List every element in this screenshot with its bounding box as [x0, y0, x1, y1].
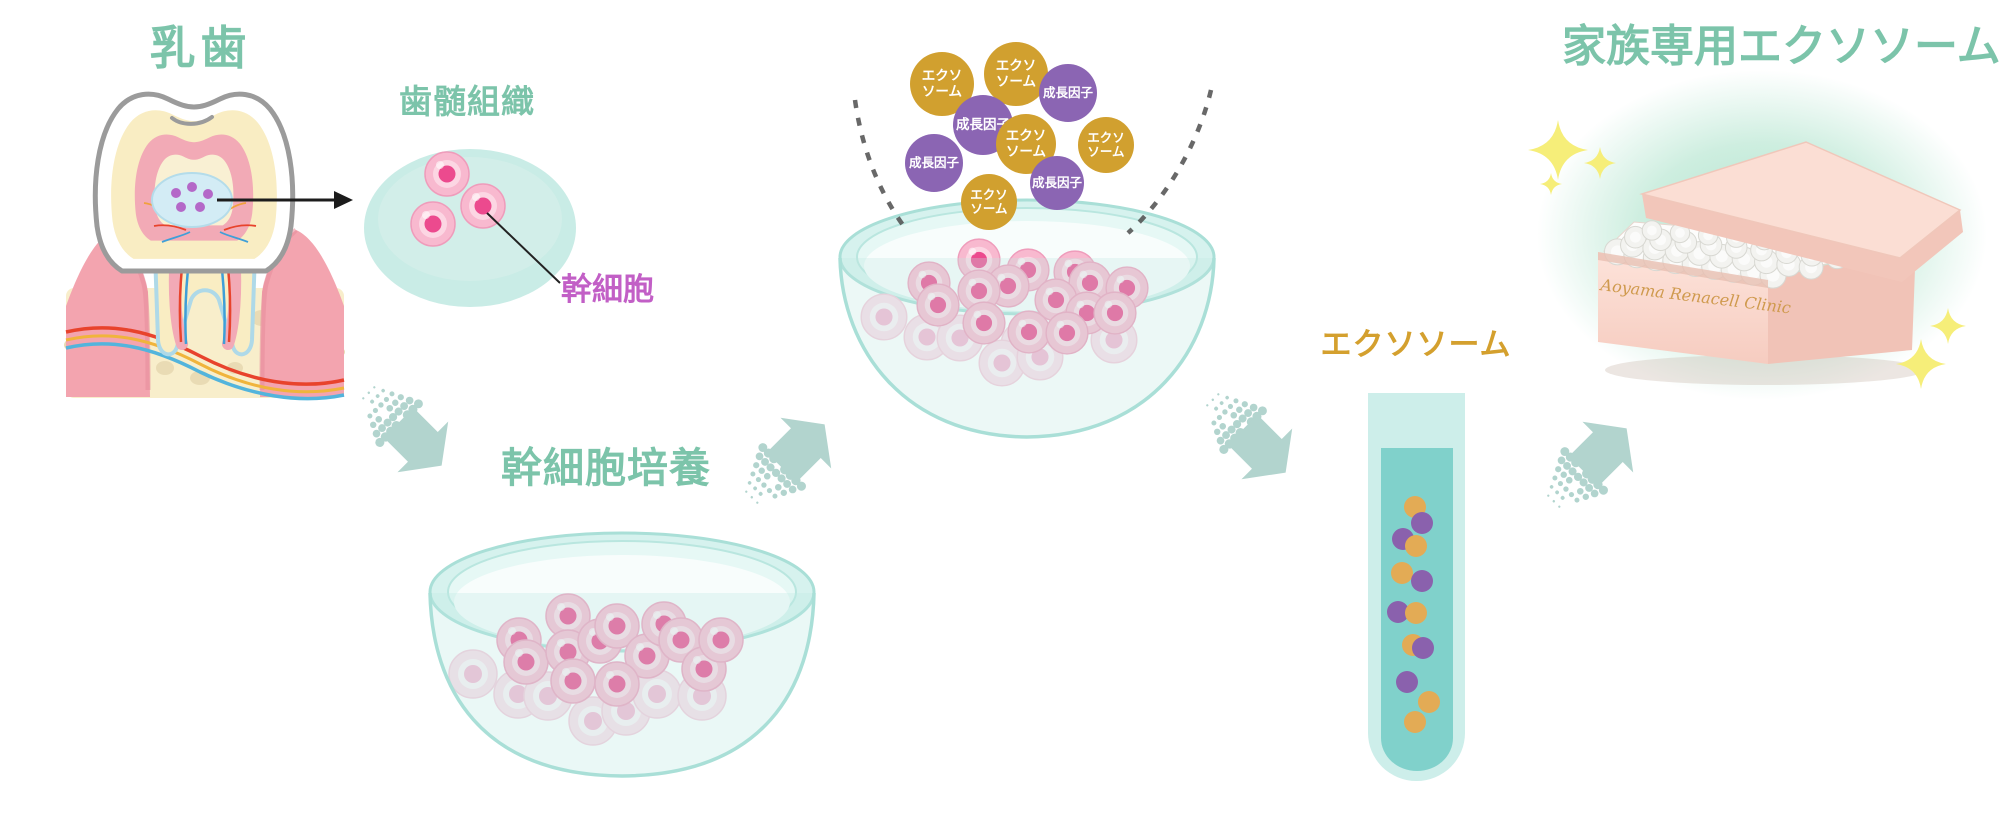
- stem-cell: [594, 661, 640, 707]
- vial: [1641, 220, 1663, 241]
- culture-dish-lower: [428, 531, 816, 778]
- secretion-dashed-lines: [852, 89, 1214, 235]
- pulp-stem-cells-dots: [171, 182, 213, 212]
- stem-cell: [550, 658, 596, 704]
- stem-cell-submerged: [448, 649, 498, 699]
- culture-dish-upper: [838, 198, 1216, 439]
- stem-cell: [594, 603, 640, 649]
- vial: [1624, 225, 1647, 249]
- pulp-tissue-label: 歯髄組織: [399, 83, 535, 120]
- stem-cell: [545, 593, 591, 639]
- growth-factor-particle: [1412, 637, 1434, 659]
- tooth-illustration: [64, 91, 353, 401]
- exosome-particle: [1404, 711, 1426, 733]
- occlusal-groove: [170, 115, 214, 126]
- box-lid-top: [1639, 141, 1962, 259]
- stem-cell: [424, 151, 470, 197]
- flow-arrow-3: [1206, 393, 1293, 480]
- growth-factor-bubble: 成長因子: [1030, 156, 1084, 210]
- sparkle-icon: [1540, 173, 1562, 195]
- sparkle-icon: [1528, 120, 1588, 180]
- growth-factor-particle: [1411, 570, 1433, 592]
- gum-right: [260, 230, 344, 397]
- family-exosome-title: 家族専用エクソソーム: [1562, 22, 2000, 71]
- sparkle-icon: [1896, 339, 1946, 389]
- stem-cell: [410, 201, 456, 247]
- storage-box: [1528, 70, 1987, 400]
- bone-vessels: [65, 326, 345, 401]
- exosome-particle: [1405, 602, 1427, 624]
- flow-arrow-2: [745, 417, 832, 504]
- stem-cell: [1007, 310, 1051, 354]
- exosome-test-tube: [1368, 393, 1465, 781]
- stem-cell: [957, 238, 1001, 282]
- exosome-bubble: エクソソーム: [984, 42, 1048, 106]
- sparkle-icon: [1930, 308, 1966, 344]
- growth-factor-particle: [1396, 671, 1418, 693]
- stem-cell: [1045, 311, 1089, 355]
- exosome-bubble: エクソソーム: [1078, 117, 1134, 173]
- box-lid-edge: [1642, 194, 1963, 282]
- sparkle-icon: [1584, 147, 1616, 179]
- growth-factor-bubble: 成長因子: [1039, 64, 1097, 122]
- stem-cell: [1093, 291, 1137, 335]
- flow-arrow-1: [362, 386, 449, 473]
- exosome-label: エクソソーム: [1320, 327, 1512, 362]
- stem-cell: [962, 301, 1006, 345]
- growth-factor-particle: [1411, 512, 1433, 534]
- box-shadow: [1605, 355, 1925, 385]
- baby-tooth-title: 乳歯: [149, 22, 252, 74]
- box-inner-lip: [1598, 252, 1768, 288]
- exosome-bubble: エクソソーム: [961, 174, 1017, 230]
- stem-cell: [698, 617, 744, 663]
- stem-cell: [957, 269, 1001, 313]
- exosome-particle: [1418, 691, 1440, 713]
- exosome-bubble: エクソソーム: [996, 114, 1056, 174]
- growth-factor-particle: [1387, 601, 1409, 623]
- stem-cell: [460, 183, 506, 229]
- stem-cell-leader-line: [486, 212, 561, 284]
- growth-factor-bubble: 成長因子: [905, 134, 963, 192]
- stem-cell-culture-label: 幹細胞培養: [501, 445, 711, 491]
- stem-cell-submerged: [860, 293, 908, 341]
- extraction-arrow-head: [334, 191, 353, 209]
- flow-arrow-4: [1547, 421, 1634, 508]
- exosome-particle: [1405, 535, 1427, 557]
- stem-cell-label: 幹細胞: [561, 272, 654, 307]
- stem-cell: [503, 639, 549, 685]
- stem-cell: [916, 283, 960, 327]
- pulp-tissue-oval: [364, 149, 576, 307]
- exosome-particle: [1391, 562, 1413, 584]
- sparkles: [1528, 120, 1966, 389]
